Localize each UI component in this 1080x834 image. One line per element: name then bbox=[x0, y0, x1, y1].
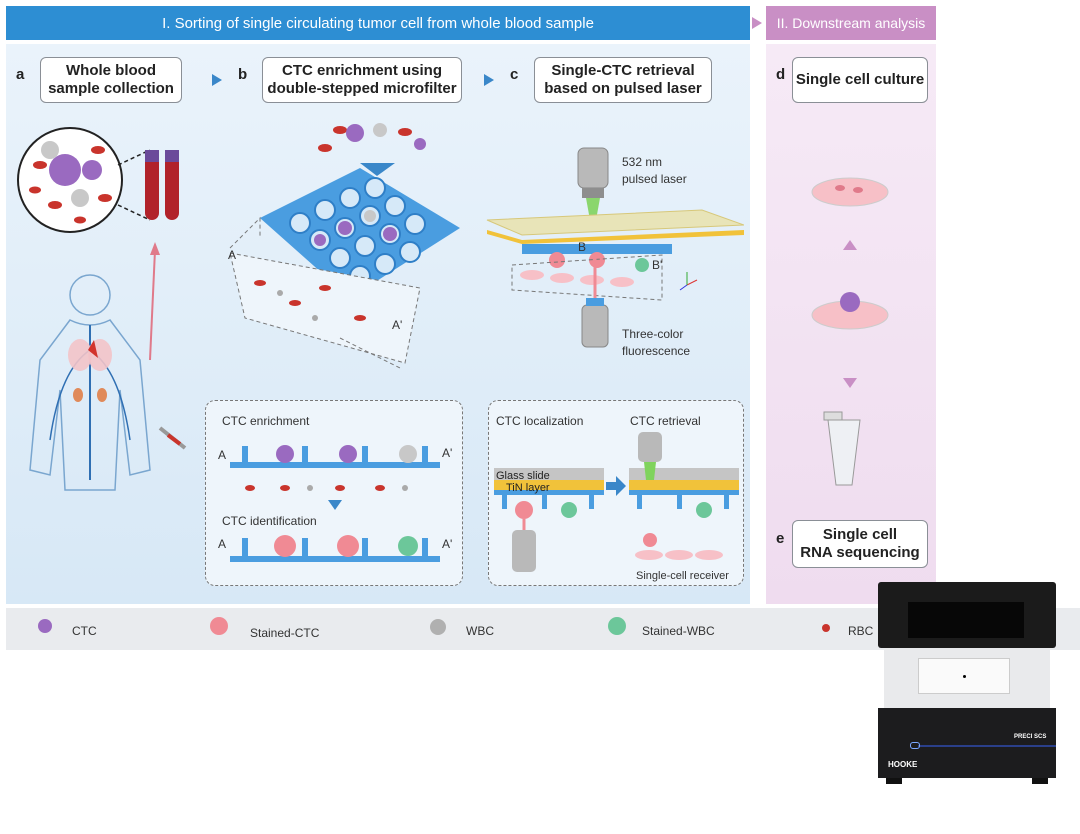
step-title-e: Single cell RNA sequencing bbox=[792, 520, 928, 568]
marker-a: A bbox=[218, 448, 227, 462]
step-letter-c: c bbox=[510, 66, 519, 83]
filter-cross-section-top bbox=[230, 445, 440, 468]
power-button[interactable] bbox=[910, 742, 920, 749]
marker-a: A bbox=[218, 537, 227, 551]
device-indicator bbox=[963, 675, 966, 678]
downstream-illustration bbox=[811, 177, 889, 486]
instrument-device: PRECI SCS HOOKE bbox=[878, 582, 1056, 787]
legend-label-wbc: WBC bbox=[466, 624, 494, 638]
legend-swatch-rbc bbox=[822, 624, 830, 632]
device-foot bbox=[1032, 778, 1048, 784]
axis-icon bbox=[679, 272, 698, 291]
tin-layer-label: TiN layer bbox=[506, 482, 550, 494]
down-arrow bbox=[328, 500, 342, 510]
human-body-outline bbox=[29, 274, 151, 491]
device-model-label: PRECI SCS bbox=[1014, 734, 1047, 740]
marker-a-prime: A' bbox=[442, 446, 453, 460]
legend-swatch-ctc bbox=[38, 619, 52, 633]
receiver-label: Single-cell receiver bbox=[636, 570, 729, 582]
blood-tubes bbox=[145, 150, 179, 220]
blood-collection-illustration bbox=[17, 127, 187, 491]
device-stage bbox=[918, 658, 1010, 694]
marker-b-prime: B' bbox=[652, 258, 663, 272]
legend-swatch-stained-ctc bbox=[210, 617, 228, 635]
marker-a-prime: A' bbox=[392, 318, 403, 332]
step-letter-d: d bbox=[776, 66, 786, 83]
ctc-identification-label: CTC identification bbox=[222, 514, 317, 528]
step-arrow bbox=[212, 74, 222, 86]
step-arrow bbox=[484, 74, 494, 86]
device-base bbox=[878, 708, 1056, 778]
section-header-sorting: I. Sorting of single circulating tumor c… bbox=[6, 6, 750, 40]
device-brand-logo: HOOKE bbox=[888, 760, 918, 769]
device-foot bbox=[886, 778, 902, 784]
fluorescence-label: Three-color fluorescence bbox=[622, 327, 691, 358]
laser-retrieval-illustration bbox=[486, 147, 744, 348]
legend-label-rbc: RBC bbox=[848, 624, 874, 638]
ctc-cell bbox=[82, 160, 102, 180]
fluorescence-objective bbox=[581, 304, 609, 348]
laser-objective bbox=[577, 147, 609, 189]
laser-label: 532 nm pulsed laser bbox=[622, 155, 687, 186]
pcr-tube bbox=[827, 419, 861, 486]
wbc-cell bbox=[71, 189, 89, 207]
step-title-c: Single-CTC retrieval based on pulsed las… bbox=[534, 57, 712, 103]
ctc-localization-label: CTC localization bbox=[496, 414, 584, 428]
section-header-downstream: II. Downstream analysis bbox=[766, 6, 936, 40]
legend-label-stained-ctc: Stained-CTC bbox=[250, 626, 320, 640]
device-window bbox=[908, 602, 1024, 638]
ctc-cell bbox=[49, 154, 81, 186]
marker-b: B bbox=[578, 240, 587, 254]
header-arrow bbox=[752, 17, 762, 29]
step-title-a: Whole blood sample collection bbox=[40, 57, 182, 103]
legend-swatch-stained-wbc bbox=[608, 617, 626, 635]
legend-label-stained-wbc: Stained-WBC bbox=[642, 624, 715, 638]
step-letter-e: e bbox=[776, 530, 785, 547]
microfilter-illustration bbox=[229, 123, 460, 369]
glass-slide-label: Glass slide bbox=[496, 470, 550, 482]
marker-a-prime: A' bbox=[442, 537, 453, 551]
legend-label-ctc: CTC bbox=[72, 624, 97, 638]
device-led-strip bbox=[918, 745, 1056, 747]
filter-cross-section-bottom bbox=[230, 535, 440, 562]
ctc-enrichment-label: CTC enrichment bbox=[222, 414, 310, 428]
culture-dish bbox=[811, 177, 889, 207]
step-letter-a: a bbox=[16, 66, 25, 83]
rbc-cells bbox=[29, 146, 112, 224]
step-title-b: CTC enrichment using double-stepped micr… bbox=[262, 57, 462, 103]
glass-slide bbox=[486, 209, 744, 236]
filtered-cells bbox=[245, 485, 408, 491]
step-title-d: Single cell culture bbox=[792, 57, 928, 103]
step-letter-b: b bbox=[238, 66, 248, 83]
ctc-retrieval-label: CTC retrieval bbox=[630, 414, 701, 428]
legend-swatch-wbc bbox=[430, 619, 446, 635]
wbc-cell bbox=[41, 141, 59, 159]
filter-surface bbox=[260, 168, 460, 298]
marker-a: A bbox=[228, 248, 237, 262]
retrieval-detail-illustration bbox=[494, 432, 739, 572]
